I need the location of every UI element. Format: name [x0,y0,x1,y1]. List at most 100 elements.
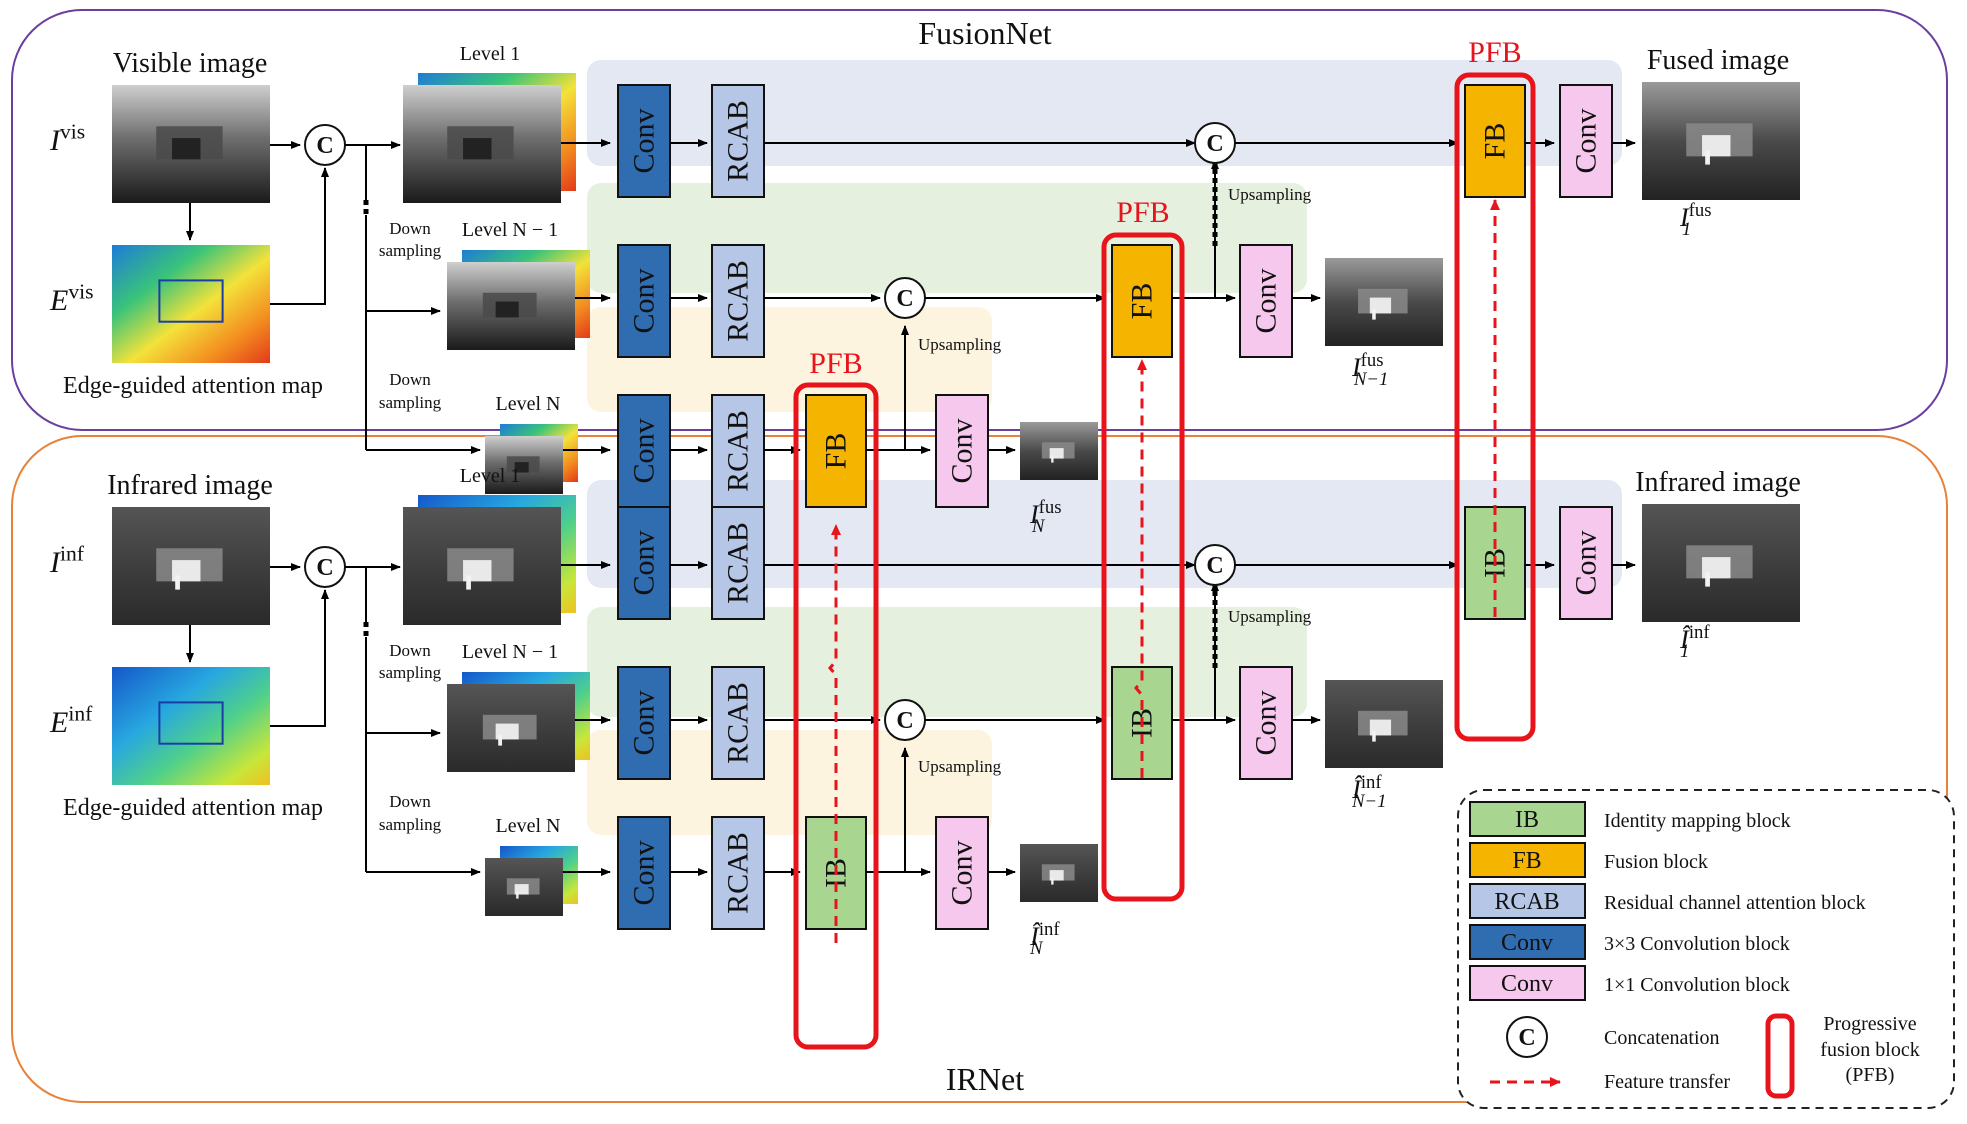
ir-edge-map-bg [112,667,270,785]
fusion-l1-rcab-box [711,84,765,198]
legend-concat-symbol-circle [1506,1016,1548,1058]
ir-level1-label: Level 1 [460,465,521,487]
ir-ln1-upsampling: Upsampling [1228,607,1312,626]
ir-l1-rcab: RCAB [711,506,765,620]
fusion-l1-mid-label: FB [1479,123,1512,160]
fusion-ln1-output-image-person [1372,309,1376,320]
fusion-ln1-concat: C [884,277,926,319]
fusion-l1-conv: Conv [617,84,671,198]
ir-input-concat-label: C [316,555,333,581]
fusion-ln-rcab-label: RCAB [722,410,755,492]
ir-ln-upsampling: Upsampling [918,757,1002,776]
ir-ln1-rcab-label: RCAB [722,682,755,764]
fusion-ln1-rcab: RCAB [711,244,765,358]
legend-key-4: Conv [1501,971,1553,997]
legend-desc-0: Identity mapping block [1604,810,1791,832]
fusion-ln-conv1-label: Conv [946,418,979,483]
ir-levelN-stack-gray-layer-door [514,884,529,895]
ir-l1-concat: C [1194,544,1236,586]
ir-down1-b: sampling [379,663,442,682]
ir-input-label: Infrared image [107,470,273,501]
ir-levelN-band [587,730,992,835]
ir-ln-rcab: RCAB [711,816,765,930]
ir-down1-a: Down [389,641,431,660]
legend-concat-symbol: C [1506,1016,1548,1058]
fusion-edge-map-label: Edge-guided attention map [63,373,323,399]
fusion-ln-conv1: Conv [935,394,989,508]
ir-ln1-conv-box [617,666,671,780]
ir-levelN1-band [587,607,1307,717]
ir-level1-stack-gray-layer-person [466,575,471,590]
fusion-down1-b: sampling [379,241,442,260]
fusion-ln-output-image-person [1051,455,1054,463]
pfb-level-n1-label: PFB [1116,196,1169,229]
ir-l1-conv-label: Conv [628,530,661,595]
legend-key-1: FB [1512,848,1541,874]
fusion-ln1-mid-label: FB [1126,283,1159,320]
fusion-levelN-stack-gray-layer [485,436,563,494]
fusion-edge-map-bg [112,245,270,363]
transfer-level-n [828,524,841,943]
fusion-ln-mid: FB [805,394,867,508]
legend-pfb-desc-1: Progressive [1823,1013,1916,1035]
legend-swatch-3 [1469,924,1586,960]
pfb-level-n1-outline [1101,232,1185,902]
fusion-l1-rcab-label: RCAB [722,100,755,182]
fusion-input-concat: C [304,124,346,166]
legend-desc-2: Residual channel attention block [1604,892,1866,914]
fusion-input-symbol: Ivis [49,120,85,157]
fusion-ln1-conv: Conv [617,244,671,358]
fusion-ln1-mid: FB [1111,244,1173,358]
fusion-ln-conv-label: Conv [628,418,661,483]
legend-pfb-symbol [1765,1013,1795,1099]
ir-output-label: Infrared image [1635,467,1801,498]
ir-levelN1-stack-gray-layer-person [498,735,503,746]
ir-ln-conv1-box [935,816,989,930]
fusion-input-label: Visible image [113,48,268,79]
ir-edge-symbol: Einf [49,702,93,739]
ir-ln-conv1: Conv [935,816,989,930]
fusion-levelN-label: Level N [496,393,561,415]
ir-ln-output-image [1020,844,1098,902]
legend-swatch-1 [1469,842,1586,878]
fusion-ln1-output-image [1325,258,1443,346]
ir-ln1-output-image [1325,680,1443,768]
fusion-ln-output-image-door [1049,448,1064,459]
ir-ln1-rcab-box [711,666,765,780]
ir-input-concat: C [304,546,346,588]
fusion-levelN1-label: Level N − 1 [462,219,558,241]
ir-levelN-stack-gray-layer [485,858,563,916]
pfb-level-n-label: PFB [809,347,862,380]
ir-ln1-rcab: RCAB [711,666,765,780]
ir-ln-conv1-label: Conv [946,840,979,905]
fusion-level1-stack-gray-layer [403,85,561,203]
fusion-edge-map-edges [158,279,224,323]
ir-ln-rcab-label: RCAB [722,832,755,914]
pfb-level-n-outline [793,382,879,1050]
fusion-l1-conv1-label: Conv [1570,108,1603,173]
legend-desc-1: Fusion block [1604,851,1708,873]
legend-concat-desc: Concatenation [1604,1027,1720,1049]
fusion-ln1-conv-box [617,244,671,358]
ir-ln1-conv1: Conv [1239,666,1293,780]
fusion-ln1-conv-label: Conv [628,268,661,333]
ir-ln-conv-box [617,816,671,930]
pfb-level-1-outline [1454,72,1536,742]
ir-edge-map-edges [158,701,224,745]
fusion-levelN1-band [587,183,1307,293]
fusion-l1-conv1: Conv [1559,84,1613,198]
fusion-level1-band [587,60,1622,166]
fusion-input-concat-label: C [316,133,333,159]
fusion-l1-conv1-box [1559,84,1613,198]
fusion-levelN-stack-gray-layer-door [514,462,529,473]
ir-ln-conv: Conv [617,816,671,930]
fusion-ln-rcab-box [711,394,765,508]
legend-desc-3: 3×3 Convolution block [1604,933,1790,955]
fusion-l1-mid: FB [1464,84,1526,198]
ir-ln1-conv-label: Conv [628,690,661,755]
fusion-levelN1-stack-gray-layer [447,262,575,350]
